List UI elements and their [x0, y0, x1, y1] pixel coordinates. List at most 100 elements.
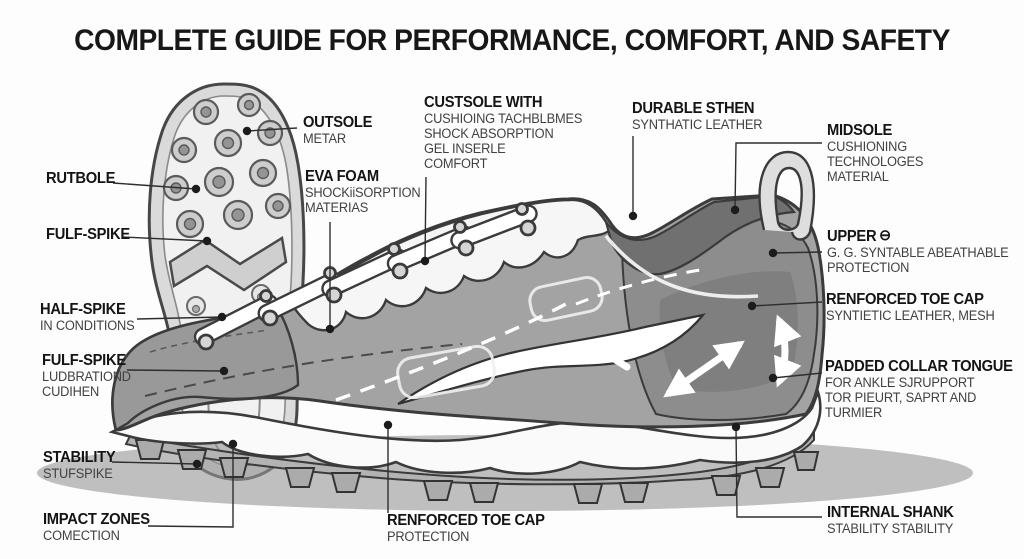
label-eva-foam: EVA FOAM SHOCKiiSORPTION MATERIAS	[305, 168, 421, 215]
stud-core	[178, 144, 190, 156]
leader-dot	[242, 126, 252, 136]
heel-stud-core	[191, 304, 201, 314]
stud-core	[256, 166, 270, 180]
collar-band	[604, 194, 797, 276]
leader-dot	[420, 256, 430, 266]
label-half-spike: HALF-SPIKE IN CONDITIONS	[40, 301, 135, 333]
label-midsole: MIDSOLE CUSHIONING TECHNOLOGES MATERIAL	[827, 122, 924, 184]
eyelet-icon	[391, 262, 409, 280]
panel-outline	[528, 275, 604, 323]
stud-core	[264, 127, 276, 139]
leader-line	[730, 142, 822, 215]
leader-line	[147, 439, 238, 528]
stud-core	[243, 99, 255, 111]
leader-dot	[325, 324, 335, 334]
toe-stitching	[149, 329, 269, 353]
leader-line	[242, 126, 298, 136]
leader-dot	[628, 211, 638, 221]
eyelet-icon	[325, 286, 343, 304]
label-upper: UPPER⊖ G. G. SYNTABLE ABEATHABLE PROTECT…	[827, 227, 1009, 275]
leader-dot	[192, 459, 202, 469]
label-upper-title: UPPER	[827, 228, 877, 245]
label-fulf-spike-mid: FULF-SPIKE LUDBRATIOND CUDIHEN	[42, 352, 131, 399]
lace-bar	[450, 204, 538, 250]
label-impact-zones: IMPACT ZONES COMECTION	[43, 511, 150, 543]
eyelet-icon	[519, 219, 537, 237]
leader-line	[383, 420, 393, 513]
stud-core	[212, 175, 226, 189]
eyelet-icon	[515, 202, 529, 216]
vertical-arrow-icon	[774, 314, 802, 388]
laces	[193, 204, 538, 346]
heel-arrows	[599, 314, 802, 398]
cleat-icon	[176, 449, 208, 470]
midsole-band	[108, 387, 822, 475]
leader-dot	[768, 373, 778, 383]
leader-line	[126, 366, 229, 376]
dashed-flow-line	[575, 268, 701, 306]
eyelet-icon	[457, 239, 475, 257]
cleat-icon	[218, 457, 250, 478]
chevron-icon	[599, 333, 631, 371]
leader-dot	[747, 301, 757, 311]
cleat-icon	[330, 472, 362, 493]
leader-dot	[731, 422, 741, 432]
eyelet-icon	[261, 309, 279, 327]
vamp-dashed-line	[144, 343, 463, 397]
leader-dot	[202, 236, 212, 246]
stud-core	[183, 217, 197, 231]
cleat-icon	[284, 467, 316, 488]
panel-outline	[396, 344, 496, 400]
page-title: COMPLETE GUIDE FOR PERFORMANCE, COMFORT,…	[74, 24, 950, 57]
label-internal-shank: INTERNAL SHANK STABILITY STABILITY	[827, 504, 954, 536]
eyelet-icon	[387, 242, 401, 256]
label-stability: STABILITY STUFSPIKE	[43, 449, 116, 481]
label-custsole: CUSTSOLE WITH CUSHIOING TACHBLBMES SHOCK…	[424, 94, 583, 171]
eyelet-icon	[259, 289, 273, 303]
leader-line	[121, 236, 212, 246]
stud-core	[221, 136, 235, 150]
heel-pull-tab	[758, 150, 816, 241]
cleat-icon	[618, 482, 650, 503]
label-reinforced-toe-bottom: RENFORCED TOE CAP PROTECTION	[387, 512, 545, 544]
label-padded-collar: PADDED COLLAR TONGUE FOR ANKLE SJRUPPORT…	[825, 358, 1013, 420]
leader-line	[136, 312, 227, 322]
eyelet-icon	[197, 333, 215, 351]
label-fulf-spike-top: FULF-SPIKE	[46, 226, 130, 243]
leader-line	[747, 301, 823, 311]
dashed-flow-line	[335, 302, 567, 402]
diagonal-arrow-icon	[663, 340, 745, 398]
leader-line	[731, 422, 822, 518]
circle-minus-icon: ⊖	[879, 227, 891, 244]
cleat-icon	[468, 482, 500, 503]
cleat-icon	[710, 475, 742, 496]
sole-midfoot-band	[168, 235, 288, 292]
leader-line	[420, 176, 430, 266]
leader-dot	[219, 366, 229, 376]
leader-dot	[383, 420, 393, 430]
label-reinforced-toe-right: RENFORCED TOE CAP SYNTIETIC LEATHER, MES…	[826, 291, 995, 323]
quarter-heel-divider	[604, 234, 759, 299]
leader-dot	[228, 439, 238, 449]
side-panel-outlines	[396, 275, 604, 400]
sole-studs	[162, 92, 292, 239]
label-durable-sthen: DURABLE STHEN SYNTHATIC LEATHER	[632, 100, 763, 132]
leader-line	[112, 182, 201, 194]
cleat-icon	[754, 467, 786, 488]
stud-core	[272, 200, 284, 212]
leader-dot	[768, 248, 778, 258]
leader-line	[768, 248, 823, 258]
eyelets	[197, 202, 537, 351]
label-rutbole: RUTBOLE	[46, 170, 116, 187]
leader-line	[111, 459, 202, 469]
leader-line	[325, 222, 335, 334]
cleat-icon	[422, 480, 454, 501]
eyelet-icon	[453, 220, 467, 234]
cleat-icon	[792, 451, 820, 471]
label-outsole: OUTSOLE METAR	[303, 114, 373, 146]
leader-dot	[730, 205, 740, 215]
stud-core	[231, 208, 245, 222]
leader-lines	[111, 126, 823, 528]
